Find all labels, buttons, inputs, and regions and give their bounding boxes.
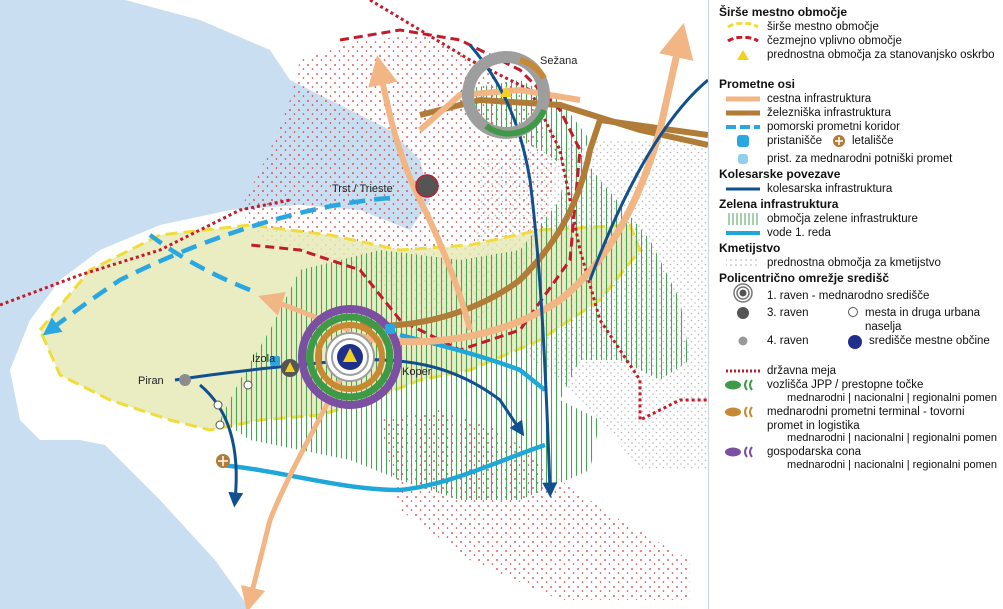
sezana-housing-icon: [500, 86, 512, 97]
legend-item: cestna infrastruktura: [767, 93, 872, 105]
legend-item: prednostna območja za kmetijstvo: [767, 257, 941, 269]
maritime-corridor: [42, 195, 391, 336]
legend-section-cycle: Kolesarske povezave: [719, 167, 841, 181]
koper-housing-icon: [343, 348, 357, 362]
maritime-corridor-2: [148, 233, 251, 293]
legend-item: gospodarska cona: [767, 446, 861, 458]
label-izola: Izola: [252, 353, 276, 365]
lower-sea: [0, 460, 240, 609]
road-south: [240, 358, 353, 609]
trieste-node: [415, 174, 439, 198]
legend-item: pristanišče: [767, 135, 822, 147]
label-trieste: Trst / Trieste: [332, 183, 393, 195]
legend-item: središče mestne občine: [869, 335, 990, 347]
green-hatch-icon: [719, 212, 767, 226]
terminal-icon: [719, 405, 767, 419]
town-marker: [243, 380, 253, 390]
legend-item: državna meja: [767, 365, 837, 377]
airport-icon: [832, 134, 846, 152]
town-marker: [215, 420, 225, 430]
legend-item: vozlišča JPP / prestopne točke: [767, 379, 924, 391]
legend-item: mesta in druga urbana naselja: [865, 307, 981, 333]
railway: [359, 116, 708, 329]
level3-icon: [719, 306, 767, 320]
railway-2: [419, 96, 708, 148]
legend-item: območja zelene infrastrukture: [767, 213, 918, 225]
water-line-icon: [719, 226, 767, 240]
label-koper: Koper: [402, 366, 432, 378]
town-marker: [213, 400, 223, 410]
legend-tiers: mednarodni | nacionalni | regionalni pom…: [787, 432, 997, 444]
yellow-dash-icon: [719, 20, 767, 34]
cycle-route-4: [588, 78, 708, 281]
legend-tiers: mednarodni | nacionalni | regionalni pom…: [787, 392, 997, 404]
municipal-icon: [847, 334, 863, 354]
legend-section-transport: Prometne osi: [719, 77, 796, 91]
legend-item: prednostna območja za stanovanjsko oskrb…: [767, 49, 995, 61]
level1-icon: [719, 283, 767, 303]
rail-line-icon: [719, 106, 767, 120]
legend-tiers: mednarodni | nacionalni | regionalni pom…: [787, 459, 997, 471]
legend-item: kolesarska infrastruktura: [767, 183, 893, 195]
road-main: [349, 22, 694, 346]
izola-housing-icon: [285, 362, 295, 372]
port-icon: [270, 356, 280, 366]
road-sezana-trieste: [368, 55, 473, 331]
port-icon: [719, 134, 767, 148]
national-border: [0, 0, 708, 423]
legend-item: pomorski prometni koridor: [767, 121, 900, 133]
border-dot-icon: [719, 364, 767, 378]
sezana-terminal-ring: [519, 57, 547, 80]
gray-dots-icon: [719, 256, 767, 270]
port-icon: [385, 324, 395, 334]
map-canvas: Sežana Trst / Trieste Koper Izola Piran: [0, 0, 708, 609]
label-piran: Piran: [138, 375, 164, 387]
koper-level1-ring-2: [331, 338, 369, 376]
legend-section-green: Zelena infrastruktura: [719, 197, 839, 211]
water-first-order: [219, 442, 546, 493]
triangle-icon: [719, 48, 767, 62]
legend-item: 3. raven: [767, 307, 809, 319]
legend-item: 4. raven: [767, 335, 809, 347]
legend-item: širše mestno območje: [767, 21, 879, 33]
legend-section-agriculture: Kmetijstvo: [719, 241, 781, 255]
legend-item: železniška infrastruktura: [767, 107, 891, 119]
town-icon: [847, 306, 859, 322]
cross-border-influence-boundary: [249, 28, 582, 352]
intl-port-icon: [719, 152, 767, 166]
level4-icon: [719, 334, 767, 348]
jpp-icon: [719, 378, 767, 392]
piran-node: [179, 374, 191, 386]
red-dash-icon: [719, 34, 767, 48]
map-legend: Širše mestno območje širše mestno območj…: [708, 0, 1003, 609]
koper-terminal-ring: [315, 322, 385, 392]
economic-icon: [719, 445, 767, 459]
cycle-line-icon: [719, 182, 767, 196]
maritime-line-icon: [719, 120, 767, 134]
legend-section-urban: Širše mestno območje: [719, 5, 848, 19]
sezana-jpp-ring: [484, 108, 547, 137]
cycle-route-3: [199, 383, 244, 508]
legend-item: 1. raven - mednarodno središče: [767, 290, 930, 302]
label-sezana: Sežana: [540, 55, 578, 67]
koper-jpp-ring: [306, 313, 394, 401]
legend-item: prist. za mednarodni potniški promet: [767, 153, 953, 165]
legend-item: letališče: [851, 135, 894, 147]
legend-section-centres: Policentrično omrežje središč: [719, 271, 890, 285]
legend-item: mednarodni prometni terminal - tovorni p…: [767, 406, 965, 432]
cycle-route: [468, 44, 558, 498]
koper-economic-ring: [298, 305, 402, 409]
legend-item: čezmejno vplivno območje: [767, 35, 902, 47]
road-line-icon: [719, 92, 767, 106]
legend-item: vode 1. reda: [767, 227, 831, 239]
